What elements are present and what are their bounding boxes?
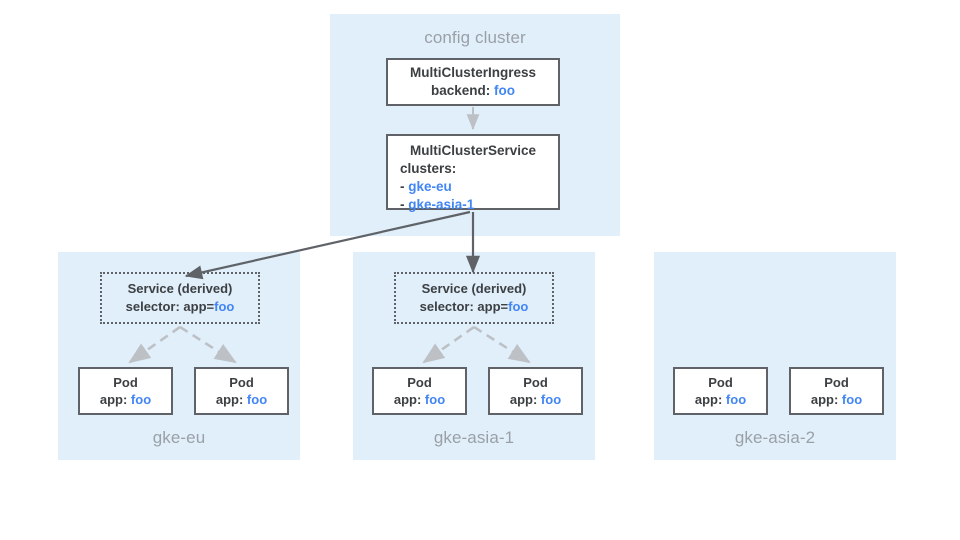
derived-service-title: Service (derived): [127, 281, 233, 296]
mcs-kind: MultiClusterService: [409, 143, 537, 158]
derived-service-box-gke-asia-1: Service (derived) selector: app=foo: [394, 272, 554, 324]
cluster-label-gke-asia-2: gke-asia-2: [734, 428, 816, 447]
pod-app-value: foo: [246, 392, 268, 407]
pod-app-value: foo: [540, 392, 562, 407]
pod-app-row: app: foo: [811, 391, 862, 408]
mci-kind: MultiClusterIngress: [409, 65, 537, 80]
mcs-cluster-name: gke-eu: [408, 179, 452, 194]
derived-service-selector-row: selector: app=foo: [420, 298, 529, 316]
mcs-cluster-bullet: -: [400, 179, 405, 194]
pod-app-label: app:: [810, 392, 839, 407]
pod-box: Pod app: foo: [372, 367, 467, 415]
pod-app-row: app: foo: [695, 391, 746, 408]
mcs-clusters-label: clusters:: [400, 161, 457, 176]
derived-service-selector-value: foo: [214, 299, 235, 314]
mci-backend-row: backend: foo: [431, 82, 515, 100]
pod-title: Pod: [407, 375, 432, 390]
cluster-panel-gke-asia-2: gke-asia-2: [654, 252, 896, 460]
pod-app-value: foo: [424, 392, 446, 407]
pod-title: Pod: [523, 375, 548, 390]
derived-service-selector-label: selector: app=: [125, 299, 215, 314]
pod-app-value: foo: [841, 392, 863, 407]
pod-app-row: app: foo: [100, 391, 151, 408]
derived-service-selector-label: selector: app=: [419, 299, 509, 314]
pod-box: Pod app: foo: [673, 367, 768, 415]
mci-backend-label: backend:: [430, 83, 491, 98]
mci-backend-value: foo: [494, 83, 516, 98]
multi-cluster-service-box: MultiClusterService clusters: - gke-eu -…: [386, 134, 560, 212]
pod-box: Pod app: foo: [488, 367, 583, 415]
mcs-clusters-block: clusters: - gke-eu - gke-asia-1: [388, 160, 558, 214]
pod-box: Pod app: foo: [78, 367, 173, 415]
pod-app-label: app:: [393, 392, 422, 407]
mcs-cluster-entry: - gke-eu: [400, 178, 558, 196]
cluster-panel-gke-asia-1: gke-asia-1: [353, 252, 595, 460]
mcs-cluster-entry: - gke-asia-1: [400, 196, 558, 214]
pod-app-row: app: foo: [216, 391, 267, 408]
pod-app-label: app:: [99, 392, 128, 407]
pod-app-value: foo: [130, 392, 152, 407]
derived-service-title: Service (derived): [421, 281, 527, 296]
derived-service-selector-row: selector: app=foo: [126, 298, 235, 316]
multi-cluster-ingress-box: MultiClusterIngress backend: foo: [386, 58, 560, 106]
cluster-label-gke-eu: gke-eu: [152, 428, 206, 447]
cluster-label-gke-asia-1: gke-asia-1: [433, 428, 515, 447]
config-cluster-label: config cluster: [424, 28, 526, 47]
pod-title: Pod: [824, 375, 849, 390]
pod-title: Pod: [113, 375, 138, 390]
pod-box: Pod app: foo: [194, 367, 289, 415]
pod-app-row: app: foo: [510, 391, 561, 408]
pod-title: Pod: [708, 375, 733, 390]
pod-box: Pod app: foo: [789, 367, 884, 415]
pod-app-value: foo: [725, 392, 747, 407]
mcs-cluster-name: gke-asia-1: [408, 197, 475, 212]
pod-app-row: app: foo: [394, 391, 445, 408]
pod-title: Pod: [229, 375, 254, 390]
pod-app-label: app:: [215, 392, 244, 407]
pod-app-label: app:: [694, 392, 723, 407]
derived-service-selector-value: foo: [508, 299, 529, 314]
mcs-cluster-bullet: -: [400, 197, 405, 212]
pod-app-label: app:: [509, 392, 538, 407]
derived-service-box-gke-eu: Service (derived) selector: app=foo: [100, 272, 260, 324]
